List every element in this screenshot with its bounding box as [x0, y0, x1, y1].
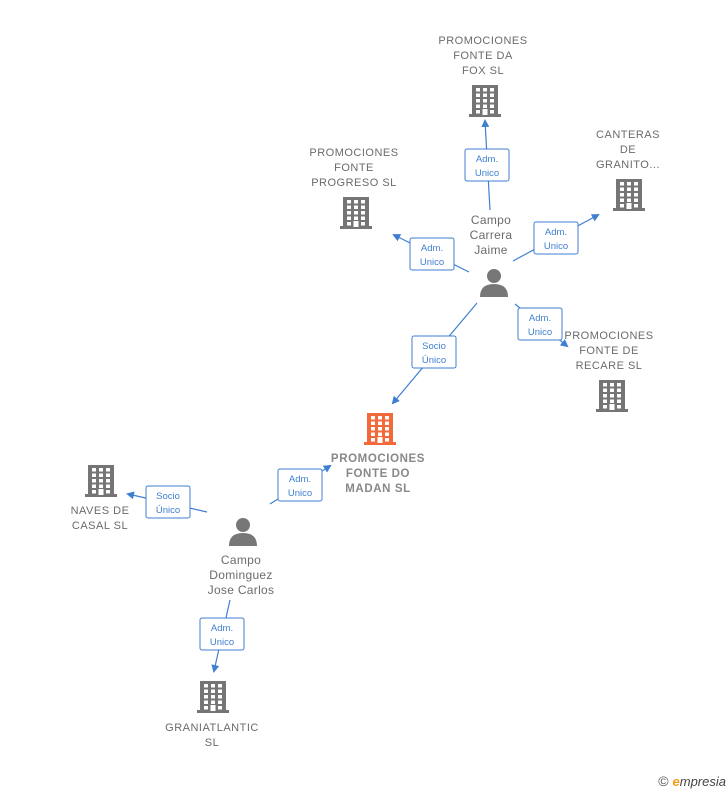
- node-label-line: GRANIATLANTIC: [165, 722, 259, 734]
- company-node-fox[interactable]: PROMOCIONES FONTE DA FOX SL: [438, 35, 527, 117]
- relation-label-text: Adm.: [545, 227, 567, 238]
- node-label-line: Campo: [221, 553, 261, 567]
- relation-label-text: Adm.: [289, 474, 311, 485]
- node-label-line: PROMOCIONES: [564, 330, 653, 342]
- brand-initial: e: [672, 774, 680, 789]
- person-icon: [480, 269, 508, 297]
- node-label-line: FOX SL: [462, 65, 504, 77]
- brand-name: mpresia: [679, 774, 726, 789]
- relation-label-text: Adm.: [211, 623, 233, 634]
- node-label-line: SL: [205, 737, 219, 749]
- building-icon: [613, 179, 645, 211]
- company-node-graniatlantic[interactable]: GRANIATLANTIC SL: [165, 681, 259, 749]
- building-icon: [596, 380, 628, 412]
- edge-jose-graniatlantic: Adm. Unico: [199, 599, 245, 673]
- relation-label-text: Adm.: [476, 154, 498, 165]
- node-label-line: Campo: [471, 213, 511, 227]
- edge-jaime-canteras: Adm. Unico: [512, 214, 600, 262]
- building-icon: [85, 465, 117, 497]
- company-node-madan[interactable]: PROMOCIONES FONTE DO MADAN SL: [331, 413, 425, 495]
- relation-label-text: Adm.: [529, 313, 551, 324]
- relation-label-text: Único: [156, 505, 180, 516]
- node-label-line: NAVES DE: [71, 505, 130, 517]
- building-icon: [364, 413, 396, 445]
- company-node-canteras[interactable]: CANTERAS DE GRANITO...: [596, 129, 660, 211]
- edge-jaime-fox: Adm. Unico: [464, 119, 510, 211]
- edge-jose-madan: Adm. Unico: [269, 464, 332, 505]
- relation-label-box[interactable]: [277, 468, 323, 502]
- node-label-line: PROMOCIONES: [438, 35, 527, 47]
- building-icon: [197, 681, 229, 713]
- relation-label-text: Unico: [288, 488, 312, 499]
- relation-label-box[interactable]: [145, 485, 191, 519]
- person-icon: [229, 518, 257, 546]
- relation-label-box[interactable]: [464, 148, 510, 182]
- relation-label-text: Adm.: [421, 243, 443, 254]
- relation-label-box[interactable]: [411, 335, 457, 369]
- node-label-line: CANTERAS: [596, 129, 660, 141]
- node-label-line: RECARE SL: [576, 360, 643, 372]
- node-label-line: DE: [620, 144, 636, 156]
- building-icon: [469, 85, 501, 117]
- node-label-line: PROMOCIONES: [331, 453, 425, 465]
- relation-label-text: Unico: [420, 257, 444, 268]
- relation-label-box[interactable]: [199, 617, 245, 651]
- node-label-line: Carrera: [470, 228, 513, 242]
- node-label-line: FONTE DE: [579, 345, 639, 357]
- relation-label-text: Socio: [422, 341, 446, 352]
- node-label-line: Jaime: [474, 243, 508, 257]
- relation-label-text: Socio: [156, 491, 180, 502]
- company-node-progreso[interactable]: PROMOCIONES FONTE PROGRESO SL: [309, 147, 398, 229]
- edges-layer: Adm.UnicoAdm.UnicoAdm.UnicoAdm.UnicoSoci…: [126, 119, 600, 673]
- node-label-line: FONTE DO: [346, 468, 410, 480]
- node-label-line: PROMOCIONES: [309, 147, 398, 159]
- nodes-layer: PROMOCIONES FONTE DA FOX SL PROMOCIONES FONT…: [71, 35, 660, 749]
- relation-label-text: Unico: [210, 637, 234, 648]
- relation-label-text: Unico: [475, 168, 499, 179]
- footer-brand: ©empresia: [658, 773, 726, 789]
- relation-label-box[interactable]: [517, 307, 563, 341]
- node-label-line: GRANITO...: [596, 159, 660, 171]
- relation-label-box[interactable]: [409, 237, 455, 271]
- node-label-line: CASAL SL: [72, 520, 128, 532]
- relation-label-text: Unico: [544, 241, 568, 252]
- node-label-line: Dominguez: [209, 568, 272, 582]
- edge-jaime-progreso: Adm. Unico: [392, 234, 470, 273]
- node-label-line: MADAN SL: [345, 483, 411, 495]
- relation-label-text: Único: [422, 355, 446, 366]
- node-label-line: Jose Carlos: [208, 583, 275, 597]
- relation-label-text: Unico: [528, 327, 552, 338]
- relation-label-box[interactable]: [533, 221, 579, 255]
- company-node-recare[interactable]: PROMOCIONES FONTE DE RECARE SL: [564, 330, 653, 412]
- building-icon: [340, 197, 372, 229]
- company-node-naves[interactable]: NAVES DE CASAL SL: [71, 465, 130, 532]
- copyright-symbol: ©: [658, 773, 669, 789]
- node-label-line: FONTE: [334, 162, 374, 174]
- node-label-line: FONTE DA: [453, 50, 513, 62]
- node-label-line: PROGRESO SL: [311, 177, 397, 189]
- edge-jaime-recare: Adm. Unico: [514, 303, 569, 348]
